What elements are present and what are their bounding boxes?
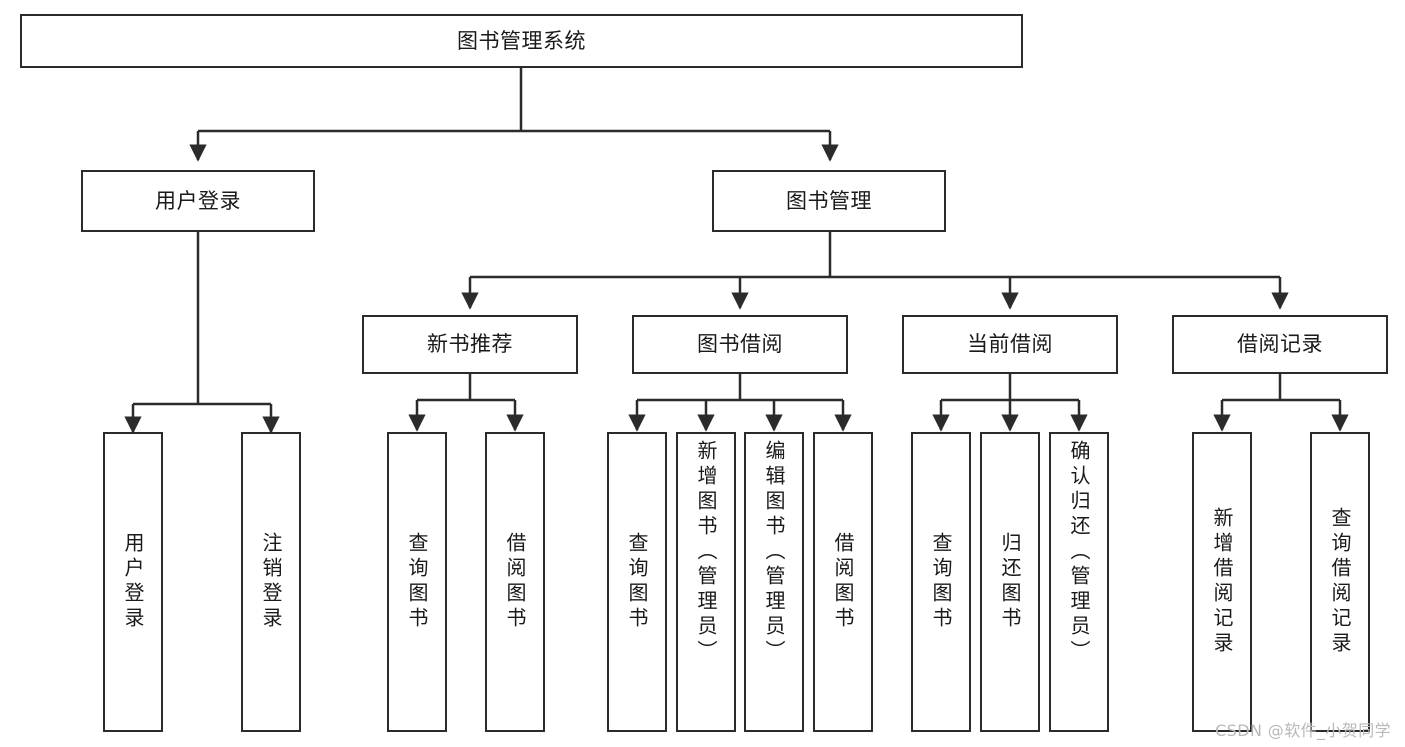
leaf-label: 查询图书 <box>929 532 953 632</box>
node-root[interactable]: 图书管理系统 <box>20 14 1023 68</box>
leaf-user-login-logout[interactable]: 注销登录 <box>241 432 301 732</box>
node-borrow-record[interactable]: 借阅记录 <box>1172 315 1388 374</box>
leaf-record-add-record[interactable]: 新增借阅记录 <box>1192 432 1252 732</box>
node-user-login[interactable]: 用户登录 <box>81 170 315 232</box>
leaf-label: 借阅图书 <box>831 532 855 632</box>
node-current-borrow[interactable]: 当前借阅 <box>902 315 1118 374</box>
leaf-borrow-query-book[interactable]: 查询图书 <box>607 432 667 732</box>
leaf-new-book-borrow[interactable]: 借阅图书 <box>485 432 545 732</box>
leaf-label: 编辑图书（管理员） <box>762 440 786 665</box>
leaf-label: 新增图书（管理员） <box>694 440 718 665</box>
leaf-new-book-query[interactable]: 查询图书 <box>387 432 447 732</box>
leaf-label: 归还图书 <box>998 532 1022 632</box>
leaf-label: 借阅图书 <box>503 532 527 632</box>
node-book-borrow-label: 图书借阅 <box>697 332 783 357</box>
node-user-login-label: 用户登录 <box>155 188 241 213</box>
node-new-book-recommend-label: 新书推荐 <box>427 332 513 357</box>
leaf-current-return-book[interactable]: 归还图书 <box>980 432 1040 732</box>
node-root-label: 图书管理系统 <box>457 28 586 53</box>
leaf-current-confirm-return-admin[interactable]: 确认归还（管理员） <box>1049 432 1109 732</box>
leaf-borrow-borrow-book[interactable]: 借阅图书 <box>813 432 873 732</box>
node-new-book-recommend[interactable]: 新书推荐 <box>362 315 578 374</box>
node-book-management-label: 图书管理 <box>786 188 872 213</box>
node-book-management[interactable]: 图书管理 <box>712 170 946 232</box>
leaf-label: 确认归还（管理员） <box>1067 440 1091 665</box>
leaf-user-login-login[interactable]: 用户登录 <box>103 432 163 732</box>
node-borrow-record-label: 借阅记录 <box>1237 332 1323 357</box>
node-book-borrow[interactable]: 图书借阅 <box>632 315 848 374</box>
leaf-label: 新增借阅记录 <box>1210 507 1234 657</box>
leaf-label: 查询借阅记录 <box>1328 507 1352 657</box>
leaf-label: 查询图书 <box>405 532 429 632</box>
leaf-current-query-book[interactable]: 查询图书 <box>911 432 971 732</box>
leaf-label: 用户登录 <box>121 532 145 632</box>
leaf-label: 查询图书 <box>625 532 649 632</box>
watermark-text: CSDN @软件_小贺同学 <box>1215 721 1391 740</box>
leaf-record-query-record[interactable]: 查询借阅记录 <box>1310 432 1370 732</box>
leaf-label: 注销登录 <box>259 532 283 632</box>
leaf-borrow-add-book-admin[interactable]: 新增图书（管理员） <box>676 432 736 732</box>
leaf-borrow-edit-book-admin[interactable]: 编辑图书（管理员） <box>744 432 804 732</box>
node-current-borrow-label: 当前借阅 <box>967 332 1053 357</box>
